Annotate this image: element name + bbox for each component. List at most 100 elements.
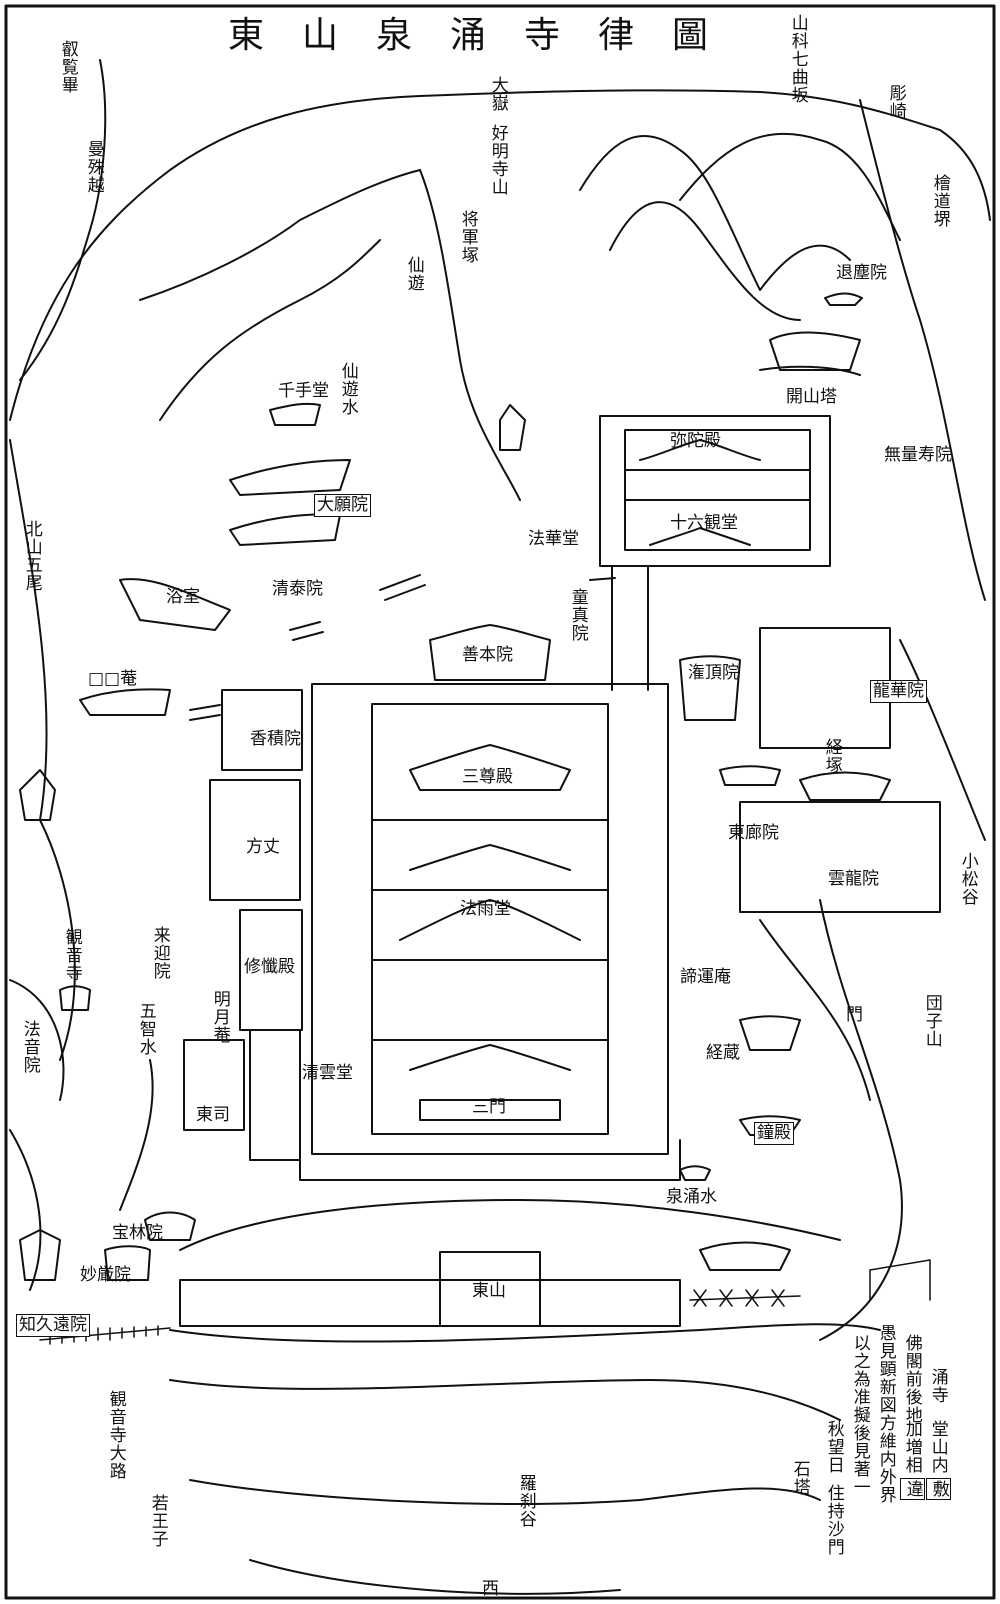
ridge-2 (39, 819, 76, 1061)
upper-precinct-inner (624, 429, 811, 551)
valley-left (19, 59, 107, 381)
label-amidaden: 弥陀殿 (670, 431, 721, 451)
label-muryojuin: 無量寿院 (884, 445, 952, 465)
label-manju: 曼殊越 (83, 140, 104, 194)
label-houonin: 法音院 (19, 1020, 40, 1074)
label-komatsudani: 小松谷 (957, 852, 978, 906)
label-shuzanden: 修懺殿 (244, 957, 295, 977)
label-gochisui: 五智水 (135, 1002, 156, 1056)
mount-right2 (609, 201, 801, 321)
valley-br (819, 899, 903, 1341)
hill-inner (139, 169, 421, 301)
label-sennyusui: 泉涌水 (666, 1187, 717, 1207)
label-shogunzuka: 将軍塚 (457, 210, 478, 264)
hill-right-gaps (899, 639, 986, 841)
label-senju: 千手堂 (278, 381, 329, 401)
label-dangoyama: 団子山 (921, 994, 942, 1048)
label-rasetsudani: 羅刹谷 (515, 1474, 536, 1528)
label-senyu: 仙遊 (403, 256, 424, 292)
map-title: 東山泉涌寺律圖 (228, 15, 747, 56)
main-precinct-inner (371, 703, 609, 1135)
label-an: □□菴 (88, 669, 138, 689)
label-kitayama: 北山五尾 (21, 520, 42, 592)
roofs (19, 292, 891, 1281)
map-frame (4, 4, 996, 1600)
label-chikuonin: 知久遠院 (16, 1314, 90, 1337)
label-sanka: 山科七曲坂 (787, 14, 808, 104)
label-zenponin: 善本院 (462, 645, 513, 665)
inscription-line2c: 違 (900, 1478, 925, 1500)
inscription-line4: 以之為准擬後見著一 (849, 1334, 870, 1496)
label-kaisanto: 開山塔 (786, 387, 837, 407)
label-myogonin: 妙厳院 (80, 1265, 131, 1285)
hill-inner2 (159, 239, 381, 421)
main-base (299, 1139, 681, 1181)
label-nyakuoji: 若王子 (147, 1494, 168, 1548)
label-higashirouin: 東廊院 (728, 823, 779, 843)
label-kyozuka: 経塚 (821, 738, 842, 774)
label-toshi: 東司 (196, 1105, 230, 1125)
label-yoshimyoji: 好明寺山 (487, 124, 508, 196)
inscription-line1b: 堂山内 (927, 1420, 948, 1474)
upper-precinct-outer (599, 415, 831, 567)
hojo-bldg (209, 779, 301, 901)
outer-ridge (9, 89, 991, 421)
inscription-line5: 秋望日 (823, 1420, 844, 1474)
bridges (189, 574, 426, 721)
label-hikosaki: 彫崎 (885, 84, 906, 120)
inscription-line1c: 敷 (926, 1478, 951, 1500)
label-seitaiin: 清泰院 (272, 579, 323, 599)
label-eizan: 叡覧畢 (57, 40, 78, 94)
label-otake: 大嶽 (487, 76, 508, 112)
label-jurokukan: 十六観堂 (670, 513, 738, 533)
label-kannonji: 観音寺 (61, 928, 82, 982)
stream-l (119, 1059, 154, 1211)
label-horinin: 宝林院 (112, 1223, 163, 1243)
label-houdo: 法雨堂 (460, 899, 511, 919)
toshi-bldg (183, 1039, 245, 1131)
mount-right3 (679, 132, 901, 241)
mount-right (579, 134, 851, 291)
label-kannonjioji: 観音寺大路 (105, 1390, 126, 1480)
label-yokushitsu: 浴室 (166, 587, 200, 607)
stream-l2 (9, 979, 65, 1101)
hill-left-low (9, 1129, 42, 1291)
label-daiganin: 大願院 (314, 494, 371, 517)
unryuin-precinct (739, 801, 941, 913)
label-seiundo: 清雲堂 (302, 1063, 353, 1083)
ridge-right (859, 99, 986, 601)
lower-ridge (169, 1323, 881, 1343)
label-meigetsuan: 明月菴 (209, 990, 230, 1044)
label-kyozo: 経蔵 (706, 1043, 740, 1063)
label-hokkedo: 法華堂 (528, 529, 579, 549)
inscription-line5b: 住持沙門 (823, 1484, 844, 1556)
label-mon: 門 (846, 1005, 863, 1025)
seiundo-bldg (249, 1029, 301, 1161)
ridge-left (9, 439, 48, 821)
label-hinoki: 檜道堺 (929, 174, 950, 228)
lower-ridge3 (189, 1479, 821, 1505)
inscription-line2b: 加増相 (901, 1420, 922, 1474)
label-doshinin: 童真院 (567, 588, 588, 642)
label-raigoin: 来迎院 (149, 926, 170, 980)
label-nishi: 西 (482, 1579, 499, 1599)
label-sekito: 石塔 (789, 1460, 810, 1496)
valley-br2 (759, 919, 871, 1101)
label-senyusui: 仙遊水 (337, 362, 358, 416)
label-sanmon: 三門 (472, 1097, 506, 1117)
label-hojo: 方丈 (246, 837, 280, 857)
lower-ridge4 (249, 1559, 621, 1595)
label-unryuin: 雲龍院 (828, 869, 879, 889)
label-koshakuin: 香積院 (250, 729, 301, 749)
higashiyama-gate (439, 1251, 541, 1327)
upper-path (611, 565, 649, 691)
label-shoden: 鐘殿 (754, 1122, 794, 1145)
front-hill (179, 1199, 841, 1251)
front-enclosure (179, 1279, 681, 1327)
label-ryugein: 龍華院 (870, 680, 927, 703)
fences (39, 1259, 931, 1345)
koshakuin-bldg (221, 689, 303, 771)
label-taironin: 退塵院 (836, 263, 887, 283)
label-kanjoin: 潅頂院 (688, 663, 739, 683)
